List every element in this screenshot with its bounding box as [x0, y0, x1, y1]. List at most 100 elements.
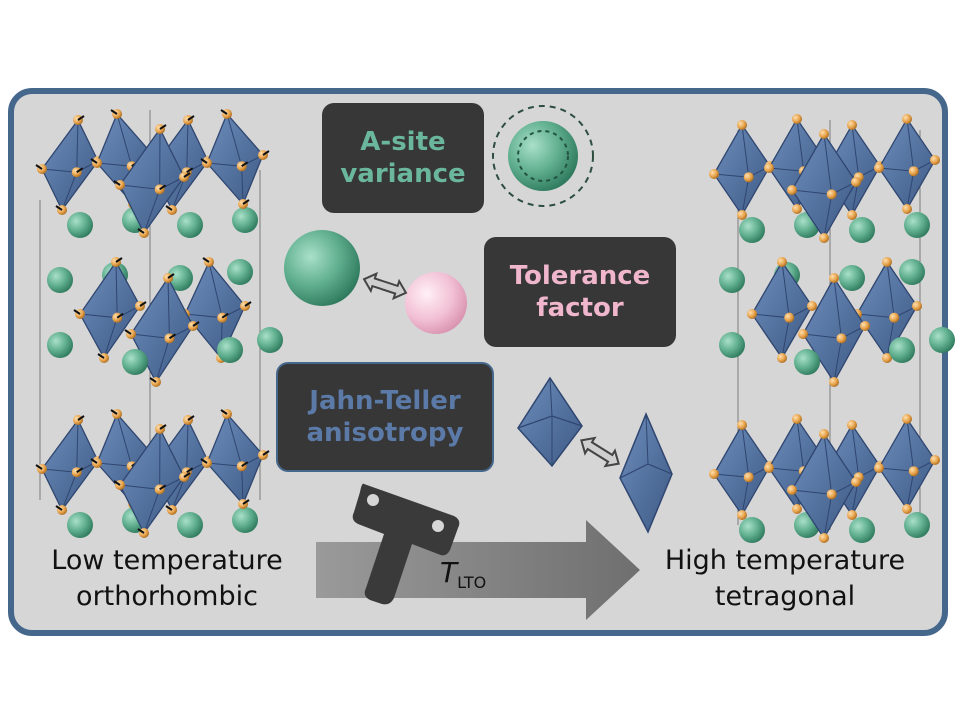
- octahedron-edge: [906, 418, 915, 472]
- octahedron-edge: [116, 413, 133, 467]
- oxygen-atom: [764, 463, 774, 473]
- displacement-arrow: [149, 377, 157, 383]
- octahedron-edge: [155, 338, 170, 383]
- oxygen-atom: [882, 353, 892, 363]
- a-site-atom: [889, 337, 915, 363]
- oxygen-atom: [807, 301, 817, 311]
- octahedron-edge: [906, 471, 915, 510]
- a-site-atom: [122, 349, 148, 375]
- displacement-arrow: [139, 301, 147, 307]
- oxygen-atom: [819, 233, 829, 243]
- oxygen-atom: [777, 257, 787, 267]
- displacement-arrow: [187, 415, 195, 421]
- octahedron-edge: [226, 113, 243, 167]
- low-temp-line2: orthorhombic: [76, 581, 258, 612]
- oxygen-atom: [819, 533, 829, 543]
- oxygen-atom: [930, 455, 940, 465]
- displacement-arrow: [221, 312, 229, 319]
- displacement-arrow: [159, 124, 167, 130]
- a-site-atom: [47, 332, 73, 358]
- octahedron-edge: [796, 118, 805, 172]
- octahedron-edge: [186, 119, 189, 173]
- oxygen-atom: [747, 309, 757, 319]
- oxygen-atom: [836, 333, 847, 344]
- octahedron-edge: [823, 194, 833, 239]
- displacement-arrow: [183, 172, 191, 178]
- displacement-arrow: [242, 199, 250, 205]
- key-icon: [352, 483, 460, 605]
- oxygen-atom: [784, 312, 795, 323]
- displacement-arrow: [186, 167, 194, 174]
- a-site-atom: [849, 217, 875, 243]
- octahedron-edge: [851, 424, 860, 478]
- oxygen-atom: [847, 210, 857, 220]
- octahedron-edge: [823, 494, 833, 539]
- tolerance-label-line1: Tolerance: [509, 261, 651, 291]
- octahedron-edge: [796, 418, 805, 472]
- oxygen-atom: [847, 120, 857, 130]
- jahn-teller-label-line2: anisotropy: [306, 418, 464, 448]
- displacement-arrow: [242, 499, 250, 505]
- a-site-atom: [719, 267, 745, 293]
- a-site-atom: [232, 207, 258, 233]
- high-temperature-structure: [709, 114, 955, 543]
- octahedron-edge: [116, 113, 133, 167]
- a-site-variance-icon: [492, 105, 594, 207]
- jahn-teller-label-line1: Jahn-Teller: [309, 386, 461, 416]
- a-site-atom: [217, 337, 243, 363]
- oxygen-atom: [819, 129, 829, 139]
- displacement-arrow: [115, 257, 123, 263]
- oxygen-atom: [792, 204, 802, 214]
- oxygen-atom: [826, 189, 837, 200]
- displacement-arrow: [76, 467, 84, 474]
- a-site-atom: [47, 267, 73, 293]
- a-site-label-line2: variance: [340, 159, 466, 189]
- octahedron-edge: [61, 172, 78, 211]
- displacement-arrow: [124, 329, 132, 335]
- oxygen-atom: [912, 301, 922, 311]
- octahedron-edge: [241, 466, 244, 505]
- oxygen-atom: [787, 485, 797, 495]
- high-temp-line2: tetragonal: [714, 581, 856, 612]
- octahedron-edge: [886, 261, 895, 318]
- a-site-atom: [904, 512, 930, 538]
- displacement-arrow: [262, 150, 270, 156]
- octahedron-edge: [823, 133, 833, 195]
- displacement-arrow: [159, 424, 167, 430]
- a-site-atom: [257, 327, 283, 353]
- oxygen-atom: [777, 353, 787, 363]
- octahedron-edge: [61, 472, 78, 511]
- oxygen-atom: [930, 155, 940, 165]
- oxygen-atom: [874, 163, 884, 173]
- low-temperature-caption: Low temperature orthorhombic: [36, 543, 298, 615]
- displacement-arrow: [241, 461, 249, 468]
- displacement-arrow: [110, 109, 118, 115]
- oxygen-atom: [902, 204, 912, 214]
- displacement-arrow: [220, 409, 228, 415]
- displacement-arrow: [35, 164, 43, 170]
- low-temperature-structure: [35, 109, 283, 538]
- high-temp-line1: High temperature: [664, 545, 906, 576]
- displacement-arrow: [186, 467, 194, 474]
- a-site-atom: [904, 212, 930, 238]
- a-site-atom: [739, 217, 765, 243]
- temperature-subscript: LTO: [457, 573, 487, 592]
- displacement-arrow: [73, 309, 81, 315]
- temperature-symbol: T: [440, 556, 458, 589]
- tolerance-factor-icon: [284, 230, 467, 334]
- octahedron: [751, 260, 813, 360]
- displacement-arrow: [262, 450, 270, 456]
- octahedron-edge: [167, 277, 170, 339]
- octahedron-edge: [823, 433, 833, 495]
- displacement-arrow: [77, 115, 85, 121]
- displacement-arrow: [77, 415, 85, 421]
- jahn-teller-box: Jahn-Teller anisotropy: [276, 362, 494, 472]
- displacement-arrow: [244, 301, 252, 307]
- oxygen-atom: [743, 172, 754, 183]
- displacement-arrow: [165, 505, 173, 511]
- octahedron-edge: [741, 124, 750, 178]
- a-site-atom: [739, 517, 765, 543]
- octahedron-edge: [115, 261, 118, 318]
- oxygen-atom: [889, 312, 900, 323]
- octahedron-edge: [208, 261, 223, 318]
